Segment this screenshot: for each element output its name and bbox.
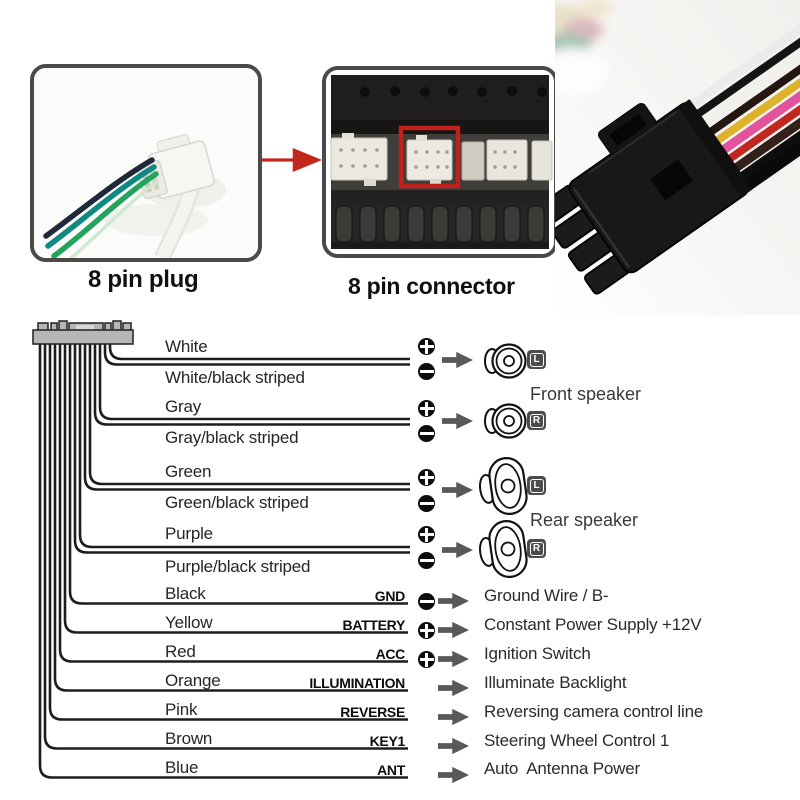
wire-label: Gray (165, 397, 202, 416)
minus-icon (418, 425, 435, 442)
channel-badge: R (527, 539, 546, 558)
plus-icon (418, 651, 435, 668)
plug-photo (30, 64, 262, 262)
wire-label: Green/black striped (165, 493, 309, 512)
channel-badge: L (527, 476, 546, 495)
wire-label: Pink (165, 700, 198, 719)
minus-icon (418, 552, 435, 569)
pin-label: REVERSE (340, 704, 405, 720)
wire-label: Red (165, 642, 196, 661)
rear-speaker-label: Rear speaker (530, 510, 639, 530)
pin-label: BATTERY (342, 617, 406, 633)
wire-label: Green (165, 462, 212, 481)
channel-badge: R (527, 411, 546, 430)
pin-label: ILLUMINATION (309, 675, 405, 691)
wire-label: Orange (165, 671, 221, 690)
highlight-box (398, 125, 461, 189)
plus-icon (418, 469, 435, 486)
front-speaker-label: Front speaker (530, 384, 642, 404)
connector-photo-image (326, 70, 554, 254)
connector-caption: 8 pin connector (348, 273, 515, 299)
rear-speaker-icon (479, 520, 528, 578)
rear-speaker-icon (479, 457, 528, 515)
pin-label: ANT (377, 762, 405, 778)
plus-icon (418, 338, 435, 355)
function-label: Ignition Switch (484, 644, 591, 663)
pin-label: KEY1 (369, 733, 406, 749)
wire-label: White/black striped (165, 368, 305, 387)
connector-photo (322, 66, 558, 258)
plug-caption: 8 pin plug (88, 266, 199, 293)
minus-icon (418, 495, 435, 512)
wire-label: Purple (165, 524, 213, 543)
pin-label: ACC (375, 646, 406, 662)
plus-icon (418, 526, 435, 543)
wire-label: Yellow (165, 613, 213, 632)
function-label: Steering Wheel Control 1 (484, 731, 670, 750)
minus-icon (418, 363, 435, 380)
channel-badge: L (527, 350, 546, 369)
function-label: Illuminate Backlight (484, 673, 627, 692)
function-label: Auto Antenna Power (484, 759, 640, 778)
plus-icon (418, 622, 435, 639)
function-label: Ground Wire / B- (484, 586, 609, 605)
function-label: Constant Power Supply +12V (484, 615, 702, 634)
minus-icon (418, 593, 435, 610)
wire-label: White (165, 337, 208, 356)
pin-label: GND (374, 588, 406, 604)
front-speaker-icon (484, 403, 527, 439)
wire-label: Brown (165, 729, 213, 748)
plug-photo-image (34, 68, 258, 258)
function-label: Reversing camera control line (484, 702, 704, 721)
wire-label: Blue (165, 758, 199, 777)
harness-connector-block (32, 320, 134, 345)
harness-photo (555, 0, 800, 315)
front-speaker-icon (484, 343, 527, 379)
plus-icon (418, 400, 435, 417)
wire-label: Purple/black striped (165, 557, 311, 576)
wire-label: Black (165, 584, 206, 603)
wire-label: Gray/black striped (165, 428, 299, 447)
